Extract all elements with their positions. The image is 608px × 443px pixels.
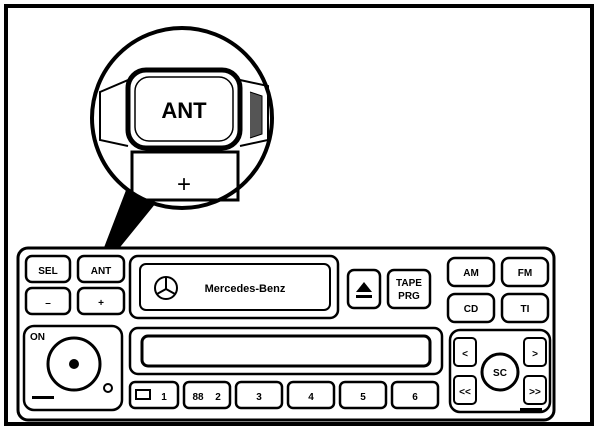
preset-button-4[interactable]: 4 [286,380,336,410]
callout-ant-button [125,67,243,151]
prg-label: PRG [398,291,420,302]
seek-left-button[interactable]: < [453,337,477,367]
preset-row: 1 88 2 3 4 5 6 [128,380,440,410]
preset-button-2[interactable]: 88 2 [182,380,232,410]
preset-button-5[interactable]: 5 [338,380,388,410]
outer-frame [4,4,594,426]
fast-forward-button[interactable]: >> [523,375,547,405]
sc-button[interactable]: SC [480,352,520,392]
ant-label: ANT [91,266,112,277]
callout-pointer [100,185,160,262]
fm-button[interactable]: FM [500,256,550,288]
brand-label: Mercedes-Benz [205,283,286,295]
seek-left-icon: < [462,349,468,360]
ti-label: TI [521,304,530,315]
preset-button-6[interactable]: 6 [390,380,440,410]
am-button[interactable]: AM [446,256,496,288]
minus-label: – [45,298,51,309]
preset-1-label: 1 [161,392,167,403]
plus-label: + [98,298,104,309]
power-volume-knob[interactable]: ON [22,324,124,412]
callout-magnifier: ANT + [90,26,274,210]
callout-plus-label: + [177,171,191,198]
sc-label: SC [493,368,507,379]
ant-button[interactable]: ANT [76,254,126,284]
preset-5-label: 5 [360,392,366,403]
preset-4-label: 4 [308,392,314,403]
cd-button[interactable]: CD [446,292,496,324]
am-label: AM [463,268,479,279]
cassette-slot [128,326,444,376]
rewind-button[interactable]: << [453,375,477,405]
preset-2-icon-label: 88 [192,392,204,403]
seek-right-button[interactable]: > [523,337,547,367]
preset-button-3[interactable]: 3 [234,380,284,410]
preset-button-1[interactable]: 1 [128,380,180,410]
callout-ant-label: ANT [161,98,207,123]
minus-button[interactable]: – [24,286,72,316]
tape-prg-button[interactable]: TAPE PRG [386,268,432,310]
fm-label: FM [518,268,532,279]
tape-label: TAPE [396,278,422,289]
radio-faceplate [16,246,556,422]
sel-label: SEL [38,266,57,277]
sel-button[interactable]: SEL [24,254,72,284]
rewind-icon: << [459,387,471,398]
preset-6-label: 6 [412,392,418,403]
seek-right-icon: > [532,349,538,360]
eject-button[interactable] [346,268,382,310]
preset-2-label: 2 [215,392,221,403]
navigation-cluster: < > << >> SC [448,328,552,414]
brand-display: Mercedes-Benz [128,254,340,320]
preset-3-label: 3 [256,392,262,403]
eject-icon [356,282,372,292]
mercedes-star-icon [154,276,178,300]
on-label: ON [30,332,45,343]
cd-label: CD [464,304,478,315]
ti-button[interactable]: TI [500,292,550,324]
plus-button[interactable]: + [76,286,126,316]
fast-forward-icon: >> [529,387,541,398]
dolby-icon [135,389,151,400]
